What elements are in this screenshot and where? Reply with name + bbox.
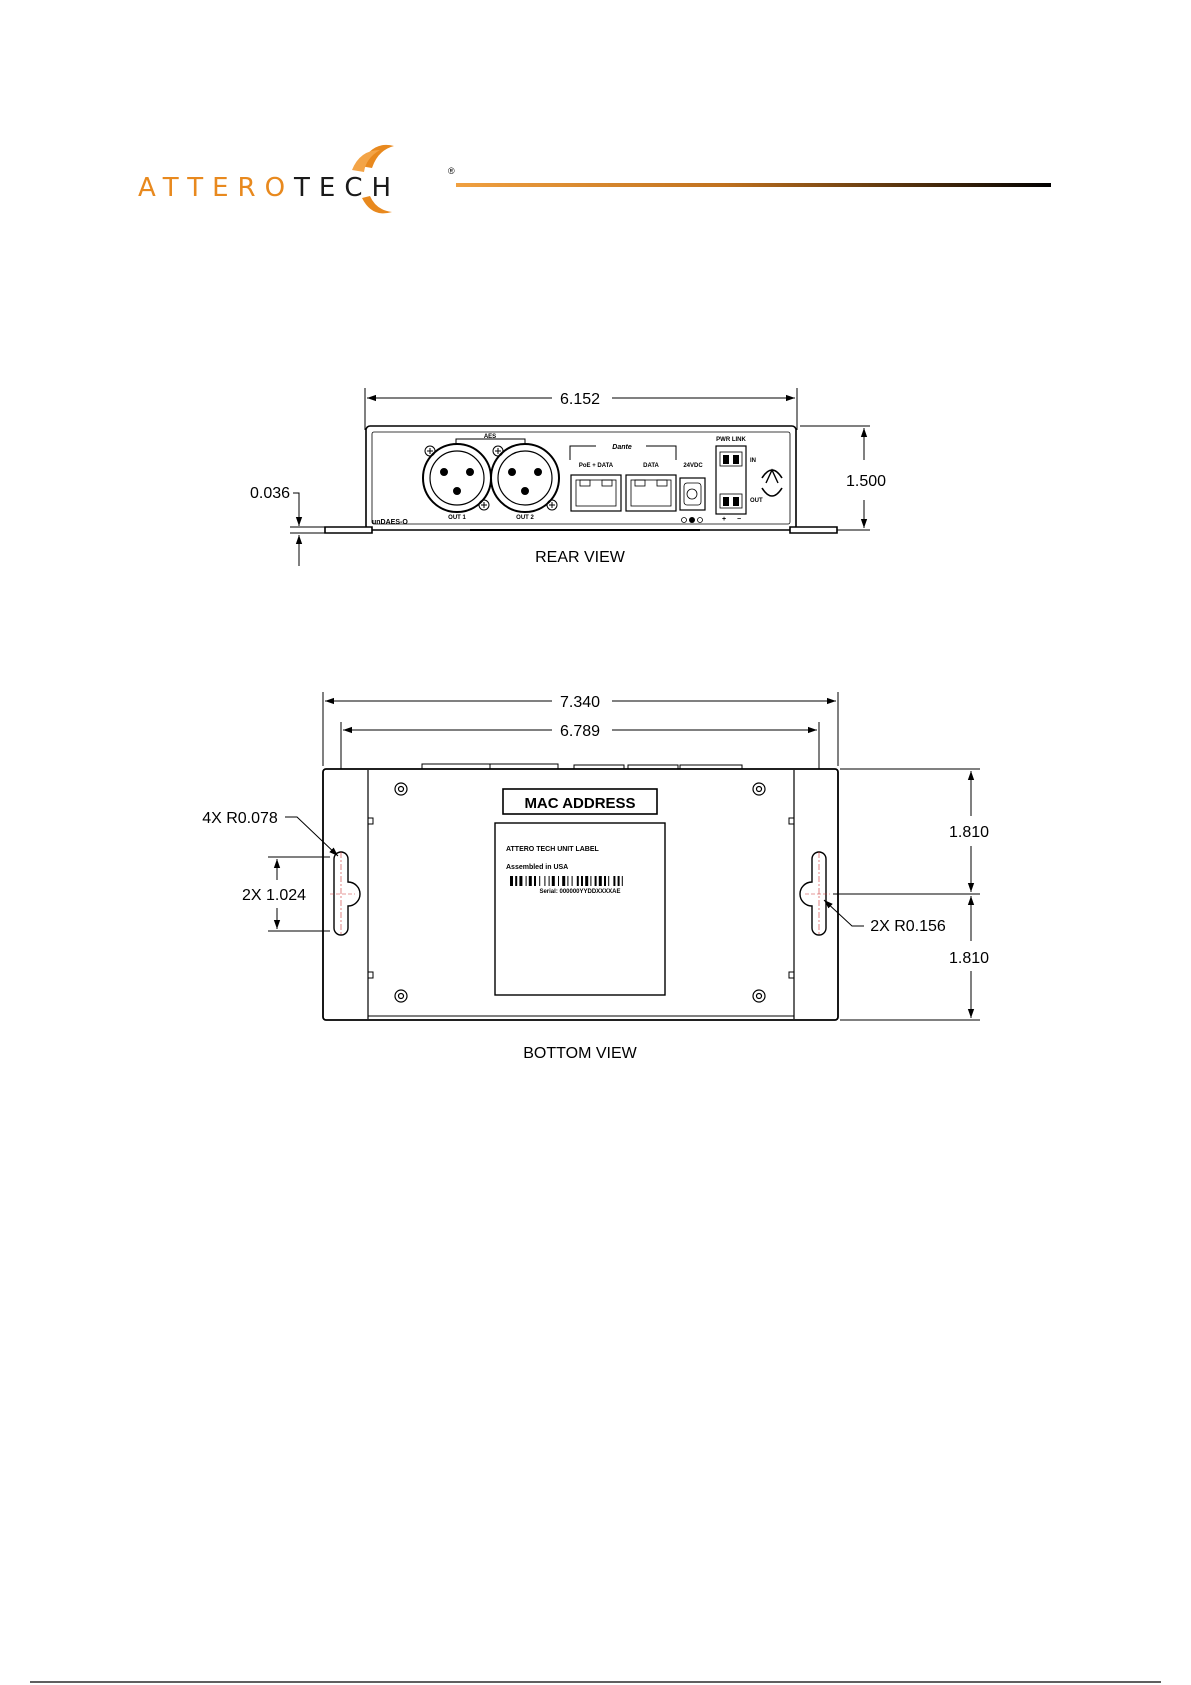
rear-chassis xyxy=(325,426,837,533)
rear-width-value: 6.152 xyxy=(560,391,600,408)
right-vertical-dimensions xyxy=(833,769,980,1020)
plus-label: + xyxy=(722,516,726,523)
data-label: DATA xyxy=(643,463,659,469)
barcode-bar xyxy=(577,876,579,886)
minus-label: − xyxy=(737,516,741,523)
registered-mark: ® xyxy=(448,166,455,176)
rear-view-caption: REAR VIEW xyxy=(535,549,626,566)
barcode-bar xyxy=(519,876,522,886)
lower-half-value: 1.810 xyxy=(949,950,989,967)
logo-word-tech: TECH xyxy=(293,173,400,203)
small-radius-callout: 4X R0.078 xyxy=(202,810,278,827)
rear-flange-value: 0.036 xyxy=(250,485,290,502)
aes-label: AES xyxy=(484,434,496,440)
out1-label: OUT 1 xyxy=(448,515,466,521)
barcode-bar xyxy=(608,876,609,886)
pwr-out-label: OUT xyxy=(750,498,763,504)
vdc-label: 24VDC xyxy=(683,463,703,469)
barcode-bar xyxy=(552,876,555,886)
slot-spacing-value: 6.789 xyxy=(560,723,600,740)
barcode-bar xyxy=(558,876,559,886)
barcode-bar xyxy=(567,876,568,886)
header: ATTEROTECH ® xyxy=(138,145,1051,214)
barcode-bar xyxy=(618,876,620,886)
logo-text: ATTEROTECH xyxy=(138,173,400,203)
barcode-bar xyxy=(529,876,532,886)
barcode-bar xyxy=(515,876,517,886)
rear-flange-dimension xyxy=(290,493,325,566)
rear-height-value: 1.500 xyxy=(846,473,886,490)
barcode-bar xyxy=(590,876,591,886)
barcode-bar xyxy=(562,876,565,886)
barcode-bar xyxy=(572,876,573,886)
unit-label-title: ATTERO TECH UNIT LABEL xyxy=(506,846,600,853)
model-label: unDAES-O xyxy=(372,519,408,526)
large-radius-callout: 2X R0.156 xyxy=(870,918,946,935)
dante-logo: Dante xyxy=(612,444,632,451)
mac-address-text: MAC ADDRESS xyxy=(524,795,635,812)
barcode-bar xyxy=(581,876,583,886)
slot-length-value: 2X 1.024 xyxy=(242,887,306,904)
logo-word-attero: ATTERO xyxy=(138,173,294,203)
header-rule xyxy=(456,183,1051,187)
overall-width-value: 7.340 xyxy=(560,694,600,711)
barcode-bar xyxy=(599,876,602,886)
barcode-bar xyxy=(510,876,513,886)
barcode-bar xyxy=(544,876,545,886)
barcode-bar xyxy=(613,876,615,886)
rear-view: 6.152 1.500 0.036 xyxy=(250,388,886,566)
barcode-bar xyxy=(595,876,597,886)
barcode-bar xyxy=(549,876,550,886)
barcode-bar xyxy=(604,876,606,886)
attero-tech-logo: ATTEROTECH ® xyxy=(138,145,455,214)
barcode-bar xyxy=(534,876,536,886)
out2-label: OUT 2 xyxy=(516,515,534,521)
upper-half-value: 1.810 xyxy=(949,824,989,841)
unit-label-assembled: Assembled in USA xyxy=(506,864,568,871)
pwr-link-label: PWR LINK xyxy=(716,437,746,443)
barcode-bar xyxy=(622,876,623,886)
pwr-in-label: IN xyxy=(750,458,756,464)
barcode-bar xyxy=(526,876,527,886)
poe-data-label: PoE + DATA xyxy=(579,463,614,469)
unit-label-serial: Serial: 000000YYDDXXXXAE xyxy=(539,889,620,895)
bottom-view: 7.340 6.789 xyxy=(202,692,989,1062)
barcode-bar xyxy=(539,876,540,886)
barcode-bar xyxy=(585,876,588,886)
bottom-view-caption: BOTTOM VIEW xyxy=(523,1045,637,1062)
